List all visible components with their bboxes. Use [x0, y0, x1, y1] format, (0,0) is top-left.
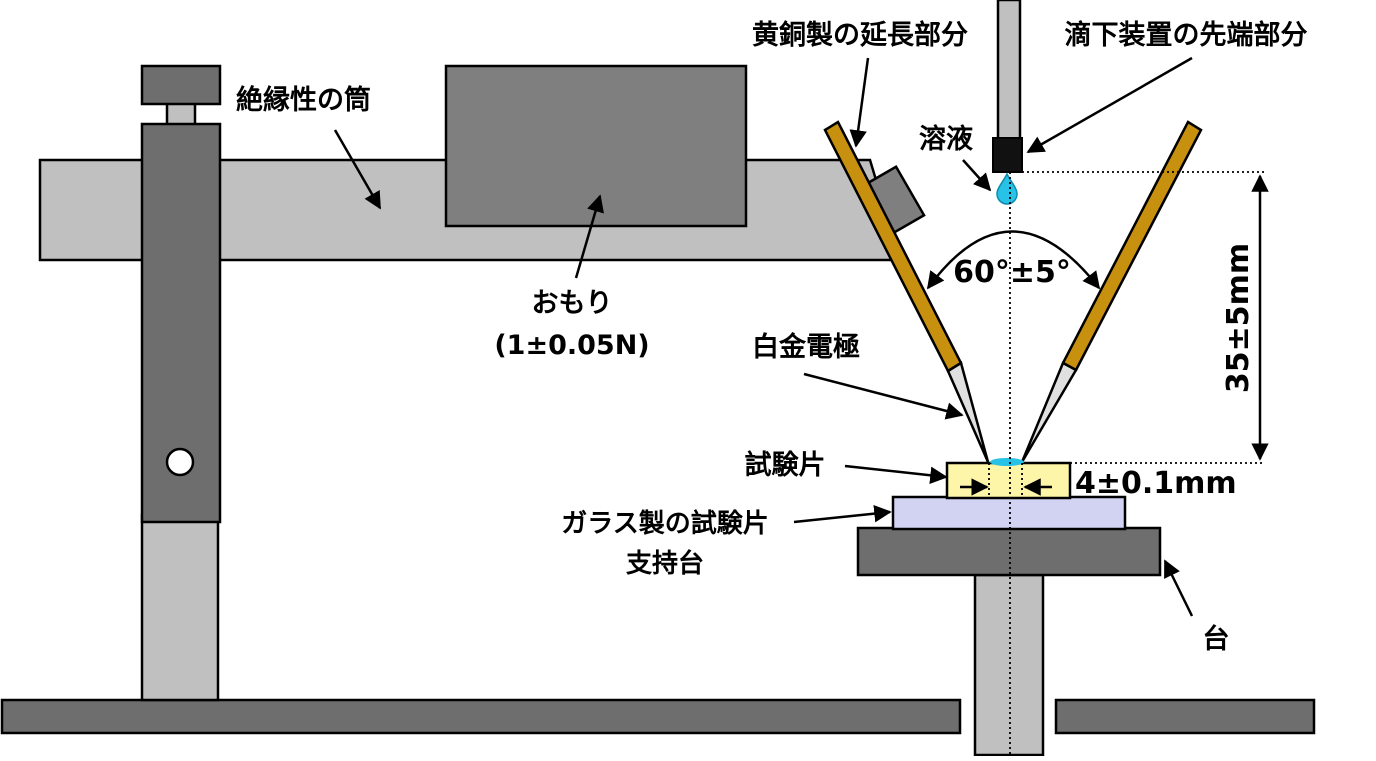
tube-leader	[333, 129, 382, 210]
left-platinum-tip	[946, 361, 990, 463]
right-platinum-tip	[1020, 361, 1078, 463]
dropper-leader	[1026, 56, 1193, 154]
glass-support-label: ガラス製の試験片	[561, 508, 768, 539]
electrode-leader	[803, 372, 964, 420]
glass-support-label-2: 支持台	[626, 548, 704, 579]
gap-label: 4±0.1mm	[1075, 466, 1237, 501]
stand-label: 台	[1203, 623, 1230, 655]
solution-drop	[996, 172, 1018, 205]
glass-leader	[793, 504, 892, 524]
height-label: 35±5mm	[1221, 243, 1256, 393]
dropper-tube	[996, 0, 1022, 142]
specimen-leader	[844, 464, 948, 484]
stand-leader	[1163, 559, 1194, 617]
weight-leader	[574, 194, 604, 279]
platinum-electrode-label: 白金電極	[752, 331, 860, 363]
column-hole	[165, 447, 195, 477]
brass-extension-label: 黄銅製の延長部分	[752, 19, 968, 51]
solution-on-specimen	[990, 458, 1024, 466]
insulating-tube-label: 絶縁性の筒	[236, 84, 371, 116]
dropper-tip	[992, 137, 1023, 173]
column-lower	[140, 513, 220, 702]
column-top-stem	[165, 101, 197, 127]
glass-support	[891, 495, 1127, 531]
dropper-tip-label: 滴下装置の先端部分	[1065, 19, 1308, 51]
angle-arc	[926, 230, 1101, 290]
weight-block	[444, 64, 748, 228]
stand-post	[973, 573, 1045, 757]
solution-leader	[962, 159, 992, 192]
base-bar-left	[0, 698, 962, 735]
weight-value-label: (1±0.05N)	[494, 330, 649, 361]
specimen	[945, 461, 1072, 500]
weight-label: おもり	[532, 288, 613, 319]
stand-table	[856, 526, 1162, 577]
right-brass-extension	[1061, 120, 1203, 372]
angle-label: 60°±5°	[953, 255, 1071, 290]
solution-label: 溶液	[919, 123, 973, 155]
brass-leader	[849, 57, 870, 148]
column-cap	[140, 64, 222, 106]
specimen-label: 試験片	[745, 449, 826, 481]
base-bar-right	[1054, 698, 1316, 735]
